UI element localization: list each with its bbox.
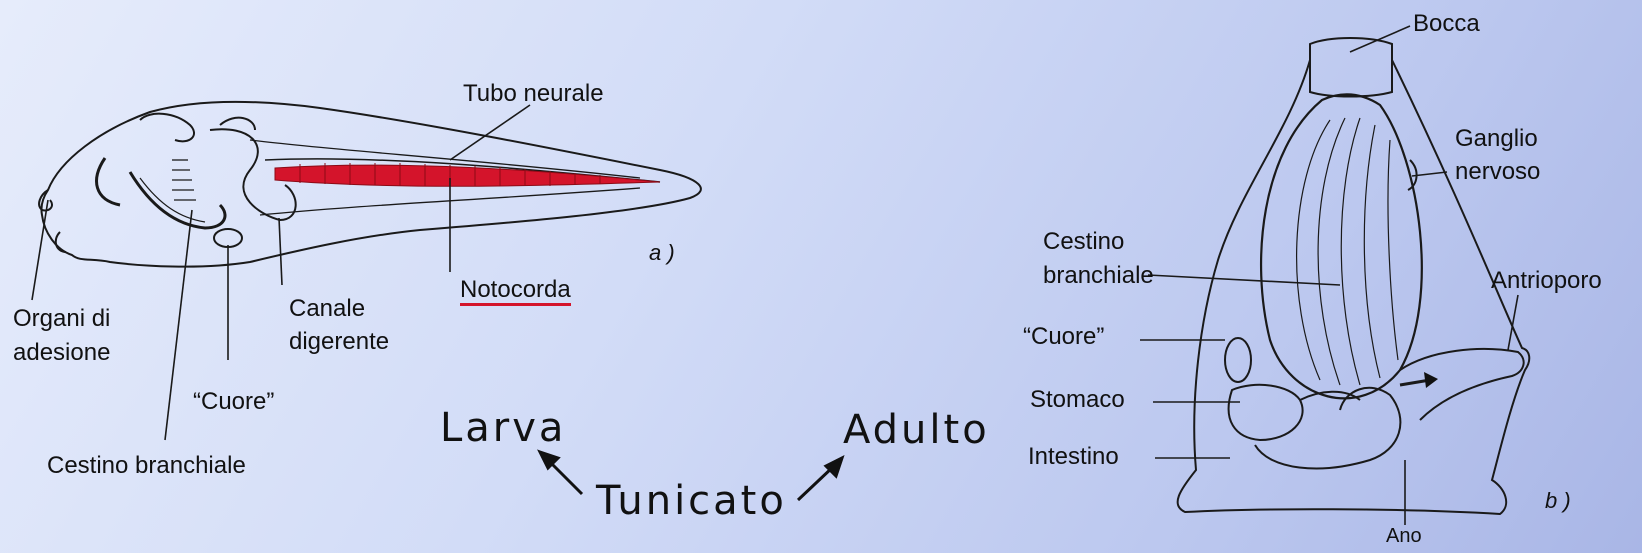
label-ano: Ano [1386,522,1422,550]
larva-leaders [32,105,530,440]
stomach-shape [1229,385,1303,440]
label-canale-line1: Canale [289,295,365,323]
adult-leaders [1140,26,1518,525]
oral-siphon [1310,38,1392,97]
label-bocca: Bocca [1413,10,1480,38]
label-antrioporo: Antrioporo [1491,267,1602,295]
label-organi-line1: Organi di [13,305,110,333]
head-hook [97,158,120,205]
label-intestino: Intestino [1028,443,1119,471]
larva-tag-text: a ) [649,240,675,265]
label-cestino-adult-line2: branchiale [1043,262,1154,290]
atrial-siphon [1400,349,1524,420]
sense-organ [220,118,255,130]
label-cuore-larva: “Cuore” [193,388,274,416]
label-ganglio-line2: nervoso [1455,158,1540,186]
water-flow-arrowhead [1424,372,1438,388]
heart-shape [214,229,242,247]
head-hook-2 [140,114,194,142]
label-cestino-adult-line1: Cestino [1043,228,1124,256]
gill-slits [172,160,196,200]
basket-ribs [1297,118,1398,385]
label-canale-line2: digerente [289,328,389,356]
intestine-loop [1255,388,1400,469]
heart-shape [1225,338,1251,382]
label-adult-tag: b ) [1545,487,1571,515]
adult-drawing [1178,38,1530,514]
label-larva: Larva [440,405,566,451]
label-adulto: Adulto [843,407,990,453]
label-cestino-branchiale: Cestino branchiale [47,452,246,480]
label-notocorda-text: Notocorda [460,276,571,306]
label-cuore-adult: “Cuore” [1023,323,1104,351]
label-stomaco: Stomaco [1030,386,1125,414]
adult-tag-text: b ) [1545,488,1571,513]
label-organi-line2: adesione [13,339,110,367]
label-larva-tag: a ) [649,239,675,267]
label-tunicato: Tunicato [596,478,787,524]
label-notocorda: Notocorda [460,276,571,304]
label-tubo-neurale: Tubo neurale [463,80,604,108]
label-ganglio-line1: Ganglio [1455,125,1538,153]
